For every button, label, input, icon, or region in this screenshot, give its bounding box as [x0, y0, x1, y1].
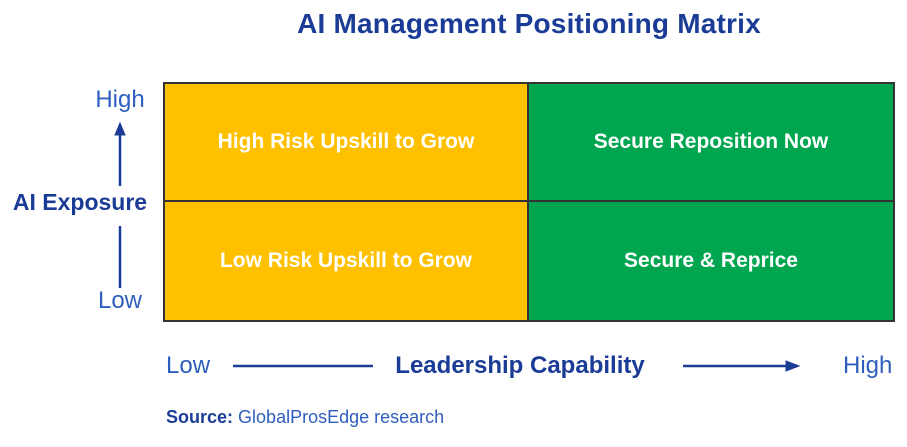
- x-axis-title: Leadership Capability: [395, 352, 645, 379]
- quadrant-top-left: High Risk Upskill to Grow: [165, 84, 529, 202]
- source-text: GlobalProsEdge research: [238, 407, 445, 427]
- x-axis-high-label: High: [843, 352, 893, 379]
- x-axis-right-arrow-icon: [683, 360, 801, 372]
- quadrant-bottom-left: Low Risk Upskill to Grow: [165, 202, 529, 320]
- y-axis-title: AI Exposure: [12, 189, 148, 215]
- y-axis-up-arrow-icon: [114, 122, 126, 186]
- x-axis-low-label: Low: [166, 352, 211, 379]
- y-axis-high-label: High: [95, 86, 145, 113]
- y-axis-line: [118, 226, 122, 288]
- y-axis-low-label: Low: [97, 287, 143, 314]
- source-label: Source:: [166, 407, 234, 427]
- quadrant-bottom-right: Secure & Reprice: [529, 202, 893, 320]
- figure-title: AI Management Positioning Matrix: [297, 8, 761, 39]
- quadrant-matrix: High Risk Upskill to Grow Secure Reposit…: [163, 82, 895, 322]
- quadrant-top-right: Secure Reposition Now: [529, 84, 893, 202]
- x-axis-line: [233, 364, 373, 368]
- source-line: Source: GlobalProsEdge research: [166, 407, 444, 428]
